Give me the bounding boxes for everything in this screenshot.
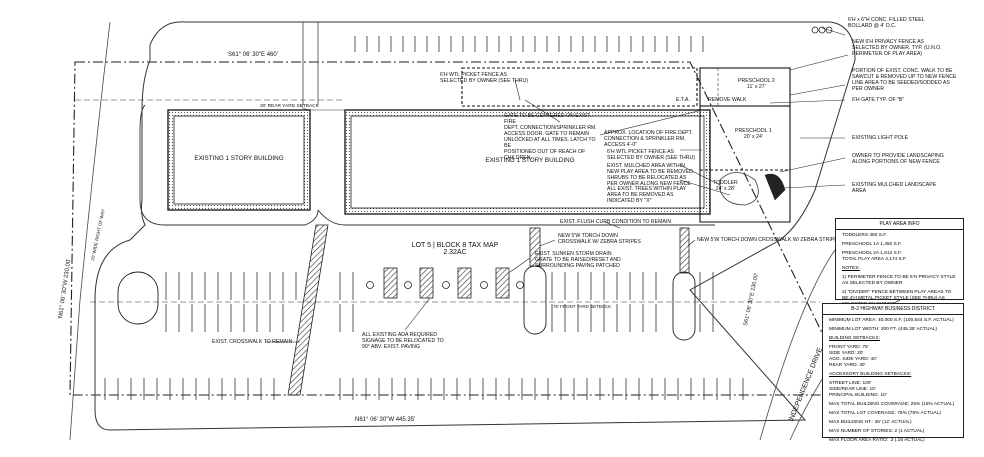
right-road-edge-1 xyxy=(759,249,836,441)
zoning-row: MAX NUMBER OF STORIES: 2 (1 ACTUAL) xyxy=(829,429,925,434)
note-curb: EXIST. FLUSH CURB CONDITION TO REMAIN xyxy=(560,219,672,225)
zoning-row: ACCESSORY BUILDING SETBACKS: xyxy=(829,372,912,377)
note-storm: EXIST. SUNKEN STORM DRAIN GRATE TO BE RA… xyxy=(535,251,621,269)
building-left-label: EXISTING 1 STORY BUILDING xyxy=(194,155,284,162)
note-picket-mid: 6'H WTL PICKET FENCE AS SELECTED BY OWNE… xyxy=(607,149,696,161)
play-area-info-row: 1) PERIMETER FENCE TO BE 6'H PRIVACY STY… xyxy=(842,275,956,286)
note-picket-top: 6'H WTL PICKET FENCE AS SELECTED BY OWNE… xyxy=(440,72,529,84)
ada-symbols xyxy=(366,281,524,289)
lot-line-2: 2.32AC xyxy=(443,249,467,256)
play-area-info-rows: TODDLERS 450 S.F. PRESCHOOL 1A 1,450 S.F.… xyxy=(836,230,963,308)
play-area-fence xyxy=(461,67,791,223)
zoning-row: MINIMUM LOT AREA: 40,000 S.F. (100,544 S… xyxy=(829,318,954,323)
note-eta: E.T.A. xyxy=(676,97,690,103)
zoning-row: STREET LINE: 100' SIDE/REAR LINE: 10' PR… xyxy=(829,381,887,398)
middle-parking-stripes-upper xyxy=(165,272,714,300)
left-road-edge xyxy=(69,21,111,441)
crosswalk-new-2 xyxy=(679,227,690,274)
note-landscape-exist: EXISTING MULCHED LANDSCAPE AREA xyxy=(852,182,937,194)
zoning-row: MAX TOTAL BUILDING COVERAGE: 25% (16% AC… xyxy=(829,402,955,407)
note-gate-typ: 6'H GATE TYP. OF "B" xyxy=(852,97,905,103)
label-preschool-1: PRESCHOOL 1 20' x 24' xyxy=(735,128,772,140)
curb-outline xyxy=(94,21,856,431)
note-privacy: NEW 6'H PRIVACY FENCE AS SELECTED BY OWN… xyxy=(852,39,942,57)
crosswalk-existing xyxy=(287,224,329,396)
play-area-info-row: NOTES: xyxy=(842,266,860,271)
note-crosswalk-new-2: NEW 5'W TORCH DOWN CROSSWALK W/ ZEBRA ST… xyxy=(697,237,842,243)
bottom-parking-stripes xyxy=(104,378,744,400)
note-remove-walk: REMOVE WALK xyxy=(708,97,747,103)
top-parking-stripes xyxy=(354,36,704,52)
front-setback-label: 75' FRONT YARD SETBACK xyxy=(553,304,612,309)
note-bollard: 6'H x 6"H CONC. FILLED STEEL BOLLARD @ 4… xyxy=(848,17,925,29)
zoning-table-rows: MINIMUM LOT AREA: 40,000 S.F. (100,544 S… xyxy=(823,315,963,444)
zoning-row: FRONT YARD: 75' SIDE YARD: 20' AGG. SIDE… xyxy=(829,345,877,368)
island-left xyxy=(117,271,159,325)
island-2 xyxy=(672,271,696,341)
leader-lines xyxy=(265,27,849,343)
bearing-top: S61° 06' 30"E 460' xyxy=(228,52,278,58)
label-toddler: TODDLER 24' x 28' xyxy=(713,180,738,192)
zoning-row: MAX TOTAL LOT COVERAGE: 75% (75% ACTUAL) xyxy=(829,411,941,416)
zoning-row: MINIMUM LOT WIDTH: 200 FT. (445.35' ACTU… xyxy=(829,327,937,332)
island-1 xyxy=(523,265,547,335)
note-fire-dept: APPROX. LOCATION OF FIRE DEPT. CONNECTIO… xyxy=(604,130,693,148)
note-gate: GATE TO BE CENTERED ON EXIST. FIRE DEPT.… xyxy=(504,113,597,161)
play-area-info-row: TODDLERS 450 S.F. xyxy=(842,233,887,238)
play-area-info-title: PLAY AREA INFO xyxy=(836,219,963,230)
play-area-info-row: PRESCHOOL 2A 1,612 S.F. TOTAL PLAY AREA … xyxy=(842,251,907,262)
zoning-row: BUILDING SETBACKS: xyxy=(829,336,880,341)
note-light: EXISTING LIGHT POLE xyxy=(852,135,909,141)
play-area-info-row: PRESCHOOL 1A 1,450 S.F. xyxy=(842,242,902,247)
zoning-row: MAX BUILDING HT.: 35' (12' ACTUAL) xyxy=(829,420,912,425)
note-trees: ALL EXIST. TREES WITHIN PLAY AREA TO BE … xyxy=(607,186,687,204)
middle-parking-stripes-lower xyxy=(165,304,714,332)
ada-spaces xyxy=(383,267,510,299)
note-ada: ALL EXISTING ADA REQUIRED SIGNAGE TO BE … xyxy=(362,332,444,350)
lot-label: LOT 5 | BLOCK 8 TAX MAP 2.32AC xyxy=(400,242,510,256)
zoning-row: MAX FLOOR AREA RATIO: .3 (.16 ACTUAL) xyxy=(829,438,925,443)
building-right-label: EXISTING 1 STORY BUILDING xyxy=(485,157,575,164)
bollards xyxy=(811,26,833,34)
play-area-info-table: PLAY AREA INFO TODDLERS 450 S.F. PRESCHOO… xyxy=(835,218,964,307)
note-crosswalk-existing: EXIST. CROSSWALK TO REMAIN xyxy=(212,339,293,345)
label-preschool-2: PRESCHOOL 2 11' x 27' xyxy=(738,78,775,90)
lot-line-1: LOT 5 | BLOCK 8 TAX MAP xyxy=(411,242,499,249)
note-mulched: EXIST. MULCHED AREA WITHIN NEW PLAY AREA… xyxy=(607,163,695,187)
note-landscape-owner: OWNER TO PROVIDE LANDSCAPING ALONG PORTI… xyxy=(852,153,944,165)
note-crosswalk-new-1: NEW 5'W TORCH DOWN CROSSWALK W/ ZEBRA ST… xyxy=(558,233,641,245)
bearing-bottom: N61° 06' 30"W 445.35' xyxy=(355,417,416,423)
zoning-table-title: B-2 HIGHWAY BUSINESS DISTRICT xyxy=(823,304,963,315)
zoning-table: B-2 HIGHWAY BUSINESS DISTRICT MINIMUM LO… xyxy=(822,303,964,443)
rear-setback-label: 30' REAR YARD SETBACK xyxy=(260,104,319,109)
note-portion-curb: PORTION OF EXIST. CONC. WALK TO BE SAWCU… xyxy=(852,68,957,92)
